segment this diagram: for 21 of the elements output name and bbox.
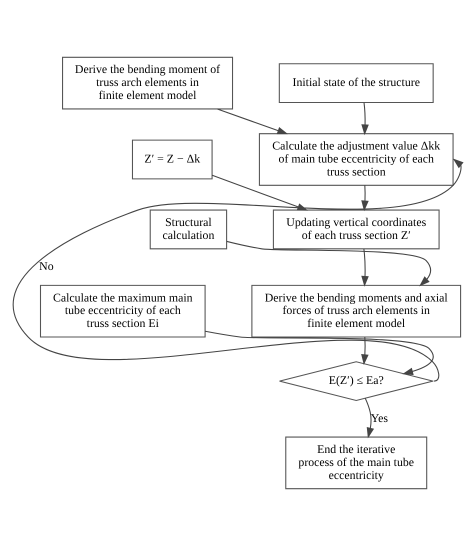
arrow bbox=[226, 240, 432, 286]
arrow bbox=[361, 184, 369, 211]
edge-label: No bbox=[39, 258, 54, 273]
arrow bbox=[361, 248, 369, 286]
node-box: Derive the bending moments and axial forces of truss arch elements in finite element model bbox=[251, 284, 462, 338]
arrow bbox=[364, 398, 374, 438]
node-box: Structural calculation bbox=[150, 209, 228, 249]
node-box: Calculate the maximum main tube eccentricity of each truss section Ei bbox=[40, 284, 206, 338]
arrow bbox=[217, 108, 288, 134]
node-box: Updating vertical coordinates of each truss section Z′ bbox=[272, 209, 440, 249]
node-box: End the iterative process of the main tube eccentricity bbox=[285, 436, 428, 489]
node-box: Z′ = Z − Δk bbox=[132, 139, 213, 179]
node-box: Derive the bending moment of truss arch elements in finite element model bbox=[62, 56, 234, 109]
arrow bbox=[13, 158, 464, 381]
node-box: Initial state of the structure bbox=[278, 62, 434, 103]
node-diamond: E(Z′) ≤ Ea? bbox=[278, 360, 434, 401]
arrow bbox=[205, 330, 434, 375]
node-box: Calculate the adjustment value Δkk of main tube eccentricity of each truss section bbox=[258, 132, 454, 186]
edge-label: Yes bbox=[370, 410, 388, 424]
arrow bbox=[361, 102, 369, 135]
arrow bbox=[361, 336, 369, 365]
